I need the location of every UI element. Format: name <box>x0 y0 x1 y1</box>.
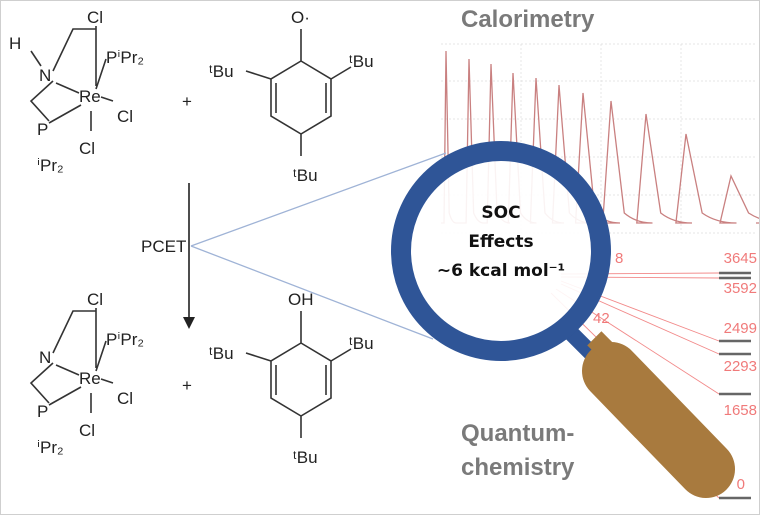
atom-label: Cl <box>79 421 95 440</box>
atom-label: ᵗBu <box>349 52 374 71</box>
atom-label: ⁱPr₂ <box>37 156 64 175</box>
atom-label: Cl <box>117 389 133 408</box>
atom-label: PⁱPr₂ <box>106 48 144 67</box>
plus-sign: + <box>182 92 192 111</box>
quantum-title-line1: Quantum- <box>461 420 574 447</box>
magnifier-icon <box>391 141 735 498</box>
energy-level-label: 1658 <box>724 402 757 419</box>
calorimetry-title: Calorimetry <box>461 6 595 33</box>
energy-level-label: 0 <box>737 476 745 493</box>
pcet-label: PCET <box>141 237 186 256</box>
energy-value-label: ~6 kcal mol⁻¹ <box>437 261 565 281</box>
atom-label: O· <box>291 8 310 27</box>
atom-label: ᵗBu <box>209 62 234 81</box>
atom-label: N <box>39 66 51 85</box>
atom-label: Re <box>79 87 101 106</box>
re-complex-product: Cl N Re PⁱPr₂ Cl Cl P ⁱPr₂ <box>29 290 144 457</box>
partial-level-label: 8 <box>615 250 623 267</box>
atom-label: ᵗBu <box>293 448 318 467</box>
quantum-title-line2: chemistry <box>461 454 575 481</box>
atom-label: ᵗBu <box>209 344 234 363</box>
plus-sign: + <box>182 376 192 395</box>
soc-label: SOC <box>481 203 520 223</box>
atom-label: H <box>9 34 21 53</box>
atom-label: Re <box>79 369 101 388</box>
atom-label: ⁱPr₂ <box>37 438 64 457</box>
zoom-line-top <box>190 152 447 247</box>
atom-label: Cl <box>117 107 133 126</box>
atom-label: ᵗBu <box>293 166 318 185</box>
arrow-head-icon <box>183 317 195 329</box>
atom-label: Cl <box>87 290 103 309</box>
zoom-line-bottom <box>190 245 434 340</box>
phenoxyl-radical: O· ᵗBu ᵗBu ᵗBu <box>209 8 374 185</box>
atom-label: OH <box>288 290 314 309</box>
effects-label: Effects <box>468 232 533 252</box>
partial-level-label: 42 <box>593 310 610 327</box>
atom-label: N <box>39 348 51 367</box>
atom-label: ᵗBu <box>349 334 374 353</box>
energy-level-label: 3592 <box>724 280 757 297</box>
atom-label: P <box>37 402 48 421</box>
phenol-product: OH ᵗBu ᵗBu ᵗBu <box>209 290 374 467</box>
re-complex-reactant: Cl H N Re PⁱPr₂ Cl Cl P ⁱPr₂ <box>9 8 144 175</box>
atom-label: Cl <box>79 139 95 158</box>
energy-level-label: 3645 <box>724 250 757 267</box>
atom-label: P <box>37 120 48 139</box>
atom-label: Cl <box>87 8 103 27</box>
atom-label: PⁱPr₂ <box>106 330 144 349</box>
energy-level-label: 2499 <box>724 320 757 337</box>
energy-levels <box>719 271 751 500</box>
energy-level-label: 2293 <box>724 358 757 375</box>
